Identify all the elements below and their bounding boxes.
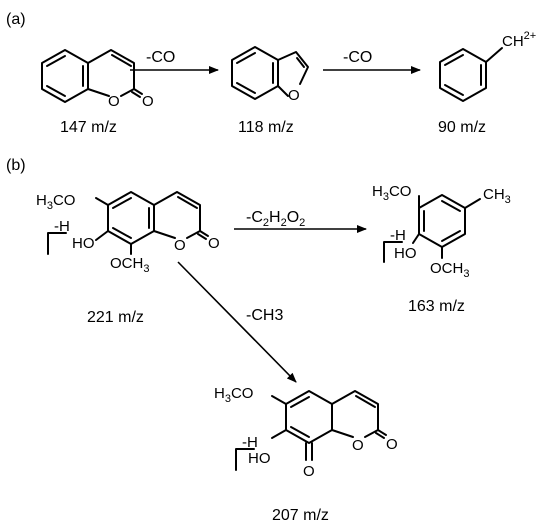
benzofuran-ring-oxygen: O <box>288 87 300 104</box>
mz-90: 90 m/z <box>438 119 486 136</box>
panel-a-label: (a) <box>6 11 26 28</box>
product-207-hydroxy: HO <box>248 450 271 467</box>
product-207-carbonyl-oxygen: O <box>386 436 398 453</box>
product-207-keto-oxygen: O <box>303 463 315 480</box>
product-163-h-loss: -H <box>390 227 406 244</box>
product-163-methoxy-top: H3CO <box>372 183 411 203</box>
benzyl-charge: 2+ <box>524 30 537 42</box>
mz-163: 163 m/z <box>408 298 465 315</box>
mz-147: 147 m/z <box>60 119 117 136</box>
mz-221: 221 m/z <box>87 309 144 326</box>
loss-c2h2o2: -C2H2O2 <box>246 209 305 229</box>
mz-207: 207 m/z <box>272 507 329 524</box>
product-207-h-loss: -H <box>242 434 258 451</box>
benzofuran-structure <box>231 46 309 100</box>
product-207-ring-oxygen: O <box>352 437 364 454</box>
coumarin-carbonyl-oxygen: O <box>142 93 154 110</box>
parent-methoxy-bottom: OCH3 <box>110 255 149 275</box>
product-207-structure <box>235 390 387 471</box>
product-163-hydroxy: HO <box>394 245 417 262</box>
parent-hydroxy: HO <box>72 235 95 252</box>
parent-structure <box>47 191 209 255</box>
parent-carbonyl-oxygen: O <box>208 235 220 252</box>
parent-h-loss: -H <box>54 218 70 235</box>
product-163-methyl: CH3 <box>483 186 511 206</box>
arrow-b2 <box>177 261 297 383</box>
benzyl-structure <box>439 47 503 102</box>
mz-118: 118 m/z <box>238 119 294 136</box>
product-163-structure <box>383 194 481 263</box>
loss-ch3: -CH3 <box>246 307 283 324</box>
benzyl-ch-group: CH2+ <box>502 30 536 50</box>
panel-b-label: (b) <box>6 157 26 174</box>
parent-methoxy-top: H3CO <box>36 192 75 212</box>
product-163-methoxy-bottom: OCH3 <box>430 260 469 280</box>
loss-co-a1: -CO <box>146 49 175 66</box>
coumarin-structure <box>41 49 143 103</box>
product-207-methoxy-top: H3CO <box>214 385 253 405</box>
parent-ring-oxygen: O <box>174 237 186 254</box>
coumarin-ring-oxygen: O <box>108 93 120 110</box>
loss-co-a2: -CO <box>343 49 372 66</box>
